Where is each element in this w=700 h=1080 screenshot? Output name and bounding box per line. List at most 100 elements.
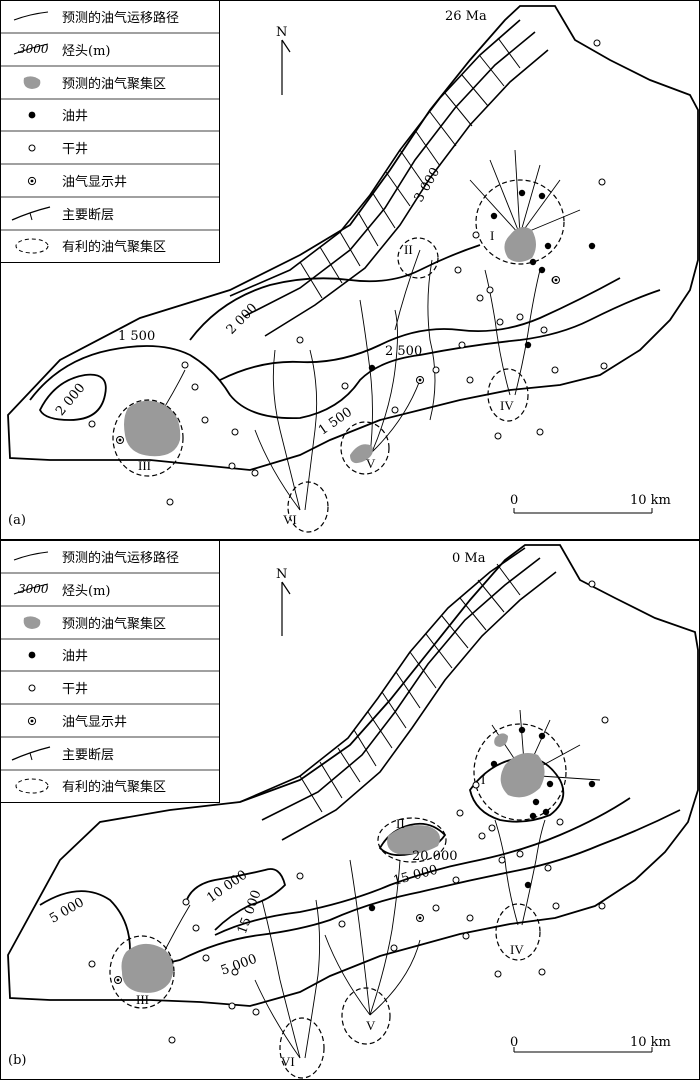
legend-fault-tick-a (29, 212, 33, 221)
scale-bar-a (513, 508, 653, 514)
legend-zone-icon-b (15, 778, 49, 794)
north-label-a: N (276, 25, 287, 40)
basin-outline-a (7, 5, 699, 471)
panel-a: 1 500 2 000 2 000 2 500 1 500 3 000 I II… (0, 0, 700, 540)
contour-a-1 (29, 289, 661, 420)
contour-label-b-3: 15 000 (235, 888, 265, 936)
basin-outline-b (7, 544, 699, 1007)
time-label-a: 26 Ma (445, 9, 487, 24)
fault-line-a3 (264, 49, 549, 337)
contour-a-3 (189, 244, 481, 341)
legend-label-oil-b: 油井 (62, 649, 88, 664)
map-b: 5 000 10 000 15 000 5 000 15 000 20 000 … (0, 540, 700, 1080)
north-arrow-head-b (281, 581, 291, 595)
legend-label-fault-a: 主要断层 (62, 208, 114, 223)
legend-dry-well-icon-a (28, 144, 36, 152)
legend-oil-well-icon-b (28, 651, 36, 659)
legend-label-zone-b: 有利的油气聚集区 (62, 779, 166, 795)
migration-paths-a (149, 149, 581, 511)
zone-label-a-vi: VI (283, 512, 297, 527)
accumulation-area-a-iii (124, 400, 181, 457)
time-label-b: 0 Ma (452, 551, 486, 566)
legend-label-contour-a: 烃头(m) (62, 44, 110, 59)
legend-label-area-a: 预测的油气聚集区 (62, 76, 166, 92)
fault-line-b2 (261, 557, 541, 821)
contour-label-a-4: 2 500 (385, 344, 422, 359)
contour-label-a-5: 1 500 (316, 405, 355, 439)
fault-line-b1 (239, 547, 526, 803)
dry-wells-b (88, 580, 609, 1044)
fault-ticks-b (299, 563, 521, 813)
panel-label-b: (b) (8, 1053, 26, 1068)
accumulation-area-b-i-small (494, 733, 508, 747)
fault-ticks-a (299, 37, 521, 299)
contour-label-b-5: 15 000 (392, 863, 440, 889)
contour-label-b-2: 10 000 (204, 868, 250, 906)
contour-label-b-4: 5 000 (219, 952, 259, 979)
scale-start-a: 0 (510, 493, 518, 508)
legend-contour-icon-a (13, 43, 49, 55)
zone-label-a-iii: III (138, 458, 151, 473)
panel-label-a: (a) (8, 513, 26, 528)
scale-bar-b (513, 1047, 653, 1053)
zone-label-a-v: V (366, 456, 376, 471)
legend-fault-icon-a (11, 206, 51, 221)
contour-b-2 (184, 868, 286, 931)
zone-label-b-ii: II (396, 816, 405, 831)
legend-label-show-a: 油气显示井 (62, 174, 127, 190)
legend-label-fault-b: 主要断层 (62, 748, 114, 763)
legend-contour-sample-b: 3000 (18, 582, 49, 596)
accumulation-area-b-ii (387, 825, 441, 855)
legend-dry-well-icon-b (28, 684, 36, 692)
legend-contour-icon-b (13, 583, 49, 595)
fault-line-a2 (244, 31, 536, 317)
legend-fault-icon-b (11, 746, 51, 761)
map-a: 1 500 2 000 2 000 2 500 1 500 3 000 I II… (0, 0, 700, 540)
migration-paths-b (159, 709, 601, 1059)
legend-show-well-dot-a (30, 179, 34, 183)
legend-path-icon-b (13, 551, 49, 561)
contour-label-a-3: 2 000 (224, 301, 261, 338)
accumulation-area-a-i (504, 226, 536, 262)
legend-oil-well-icon-a (28, 111, 36, 119)
legend-path-icon-a (13, 11, 49, 21)
north-arrow-head-a (281, 39, 291, 53)
panel-b: 5 000 10 000 15 000 5 000 15 000 20 000 … (0, 540, 700, 1080)
legend-label-area-b: 预测的油气聚集区 (62, 616, 166, 632)
legend-b: 3000 预测的油气运移路径 烃头(m) 预测的油气聚集区 油井 干井 油气显示… (0, 540, 220, 803)
legend-label-oil-a: 油井 (62, 109, 88, 124)
fault-line-a1 (229, 19, 521, 297)
contour-label-a-6: 3 000 (412, 165, 444, 205)
legend-label-zone-a: 有利的油气聚集区 (62, 239, 166, 255)
accumulation-area-b-iii (121, 943, 174, 993)
legend-label-contour-b: 烃头(m) (62, 584, 110, 599)
legend-label-path-a: 预测的油气运移路径 (62, 10, 179, 26)
contour-a-4 (219, 277, 621, 381)
legend-show-well-dot-b (30, 719, 34, 723)
north-label-b: N (276, 567, 287, 582)
scale-end-b: 10 km (630, 1035, 671, 1050)
legend-fault-tick-b (29, 752, 33, 761)
legend-zone-icon-a (15, 238, 49, 254)
zone-label-b-iv: IV (510, 942, 524, 957)
scale-start-b: 0 (510, 1035, 518, 1050)
zone-label-a-ii: II (404, 242, 413, 257)
legend-area-icon-a (23, 76, 41, 89)
favorable-zones-a (112, 179, 565, 533)
scale-end-a: 10 km (630, 493, 671, 508)
legend-label-dry-a: 干井 (62, 142, 88, 157)
legend-label-show-b: 油气显示井 (62, 714, 127, 730)
contour-label-b-6: 20 000 (412, 849, 458, 864)
zone-label-b-vi: VI (281, 1054, 295, 1069)
show-wells-b (114, 914, 424, 984)
contour-b-1 (39, 809, 681, 965)
zone-label-a-i: I (490, 228, 494, 243)
accumulation-area-b-i (500, 752, 545, 798)
contour-label-b-1: 5 000 (47, 895, 87, 927)
fault-line-b3 (281, 571, 557, 841)
zone-label-b-i: I (481, 772, 485, 787)
legend-a: 3000 预测的油气运移路径 烃头(m) 预测的油气聚集区 油井 干井 油气显示… (0, 0, 220, 263)
show-wells-a (116, 276, 560, 444)
contour-b-3 (214, 797, 631, 936)
